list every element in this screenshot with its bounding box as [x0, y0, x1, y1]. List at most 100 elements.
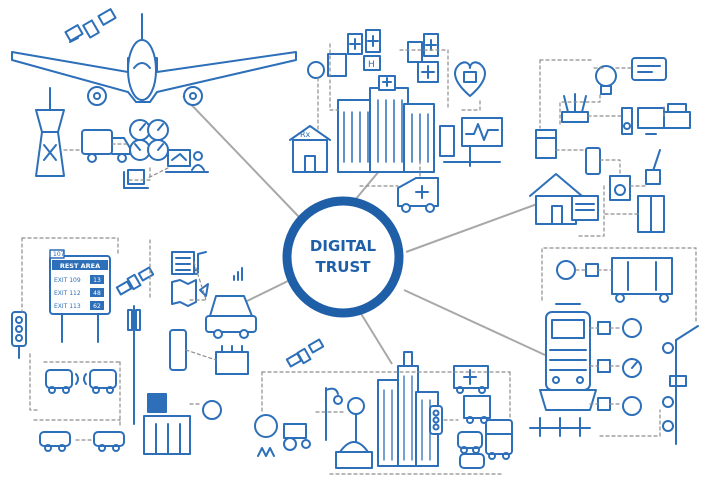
smartphone-icon — [585, 147, 601, 175]
bus-icon — [485, 419, 513, 460]
road-sign-exit-2-dist: 48 — [93, 290, 101, 297]
connector-vehicles — [244, 279, 291, 303]
printer-icon — [663, 103, 691, 129]
list-doc-icon — [171, 251, 195, 275]
locomotive-icon — [539, 303, 597, 411]
hub-label-line2: TRUST — [316, 258, 372, 276]
smart-home-links — [539, 59, 665, 237]
road-sign-exit-1-label: EXIT 109 — [54, 277, 81, 284]
connector-aviation — [182, 95, 301, 219]
tv-icon — [637, 107, 665, 135]
refrigerator-icon — [637, 195, 665, 233]
control-tower-icon — [35, 87, 65, 177]
luggage-cart-icon — [123, 169, 149, 189]
vehicles-cluster — [11, 237, 257, 455]
city-buildings-icon — [377, 351, 439, 467]
music-note-icon — [193, 251, 207, 275]
ambulance-icon-2 — [453, 365, 489, 394]
satellite-icon-2 — [115, 266, 155, 296]
light-bulb-icon — [595, 65, 617, 95]
washing-machine-icon — [609, 175, 631, 201]
traffic-light-icon-2 — [429, 405, 443, 435]
road-sign-route: 107 — [53, 251, 65, 258]
medical-devices-icons: H — [307, 29, 439, 83]
hospital-building-icon — [337, 75, 435, 173]
capitol-icon — [335, 441, 373, 469]
signal-waves-icon — [75, 373, 87, 385]
smart-city-links — [261, 371, 511, 475]
car-icon-main — [205, 295, 257, 339]
speaker-icon — [621, 107, 633, 135]
connector-smart-city — [359, 311, 393, 365]
gauge-icons — [129, 119, 169, 161]
pharmacy-icon: Rx — [289, 125, 331, 173]
road-sign-exit-3-label: EXIT 113 — [54, 303, 81, 310]
smart-home-cluster — [529, 57, 691, 237]
router-icon — [561, 93, 589, 123]
check-in-desk-icon — [165, 149, 209, 173]
sensor-icons — [556, 260, 611, 411]
road-sign-title: REST AREA — [60, 262, 100, 270]
engine-gauge-icons — [622, 318, 642, 416]
connector-healthcare — [354, 169, 381, 201]
car-right-icon — [89, 369, 117, 394]
freight-car-icon — [611, 257, 673, 303]
house-icon — [529, 173, 599, 225]
car-left-icon — [45, 369, 73, 394]
thermostat-icon — [631, 57, 667, 81]
toll-building-icon — [143, 393, 191, 455]
satellite-icon — [64, 8, 117, 43]
vacuum-icon — [645, 149, 661, 185]
ambulance-icon — [397, 177, 439, 213]
digital-trust-hub: DIGITAL TRUST — [282, 196, 404, 318]
street-lamp-icon — [325, 387, 343, 441]
hub-ring — [282, 196, 404, 318]
patient-monitor-icon — [439, 117, 503, 167]
road-sign-exit-1-dist: 13 — [93, 277, 101, 284]
connector-smart-home — [405, 199, 549, 253]
road-sign — [49, 249, 111, 343]
tractor-icon — [283, 423, 311, 451]
fire-truck-icon — [463, 395, 491, 424]
connectors — [182, 95, 549, 365]
hub-label-line1: DIGITAL — [310, 237, 377, 255]
satellite-icon-3 — [285, 338, 325, 368]
weather-gauge-icon — [202, 400, 222, 420]
aviation-cluster — [11, 8, 297, 189]
ecu-module-icon — [215, 345, 249, 375]
signal-bars-icon — [233, 267, 243, 281]
svg-text:Rx: Rx — [300, 130, 311, 139]
connector-rail — [403, 289, 546, 356]
car-icon-city — [457, 431, 483, 454]
healthcare-links — [317, 43, 481, 187]
weather-station-icon — [254, 414, 278, 457]
parking-meter-icon — [347, 397, 365, 447]
road-sign-exit-2-label: EXIT 112 — [54, 290, 81, 297]
road-sign-text: 107 REST AREA EXIT 109 13 EXIT 112 48 EX… — [52, 251, 108, 310]
cell-tower-icon — [127, 305, 141, 425]
railway-signal-icon — [662, 325, 699, 445]
airplane-icon — [11, 13, 297, 106]
heart-chip-icon — [454, 61, 486, 97]
aviation-links — [63, 143, 169, 181]
rail-links — [541, 247, 697, 437]
rail-track-icon — [529, 417, 591, 437]
car-icon-city-2 — [459, 453, 485, 469]
svg-text:H: H — [368, 60, 375, 70]
rail-cluster — [529, 247, 699, 445]
car-bottom-right-icon — [93, 431, 125, 452]
car-bottom-left-icon — [39, 431, 71, 452]
oven-icon — [535, 129, 557, 159]
road-sign-board — [49, 255, 111, 315]
service-truck-icon — [81, 129, 131, 163]
smart-city-cluster — [254, 338, 513, 475]
map-icon — [171, 279, 197, 307]
phone-icon — [169, 329, 187, 371]
navigation-arrow-icon — [199, 283, 209, 297]
vehicles-links — [21, 237, 217, 441]
traffic-light-icon — [11, 311, 27, 359]
healthcare-cluster: Rx H — [289, 29, 503, 213]
road-sign-exit-3-dist: 62 — [93, 303, 101, 310]
